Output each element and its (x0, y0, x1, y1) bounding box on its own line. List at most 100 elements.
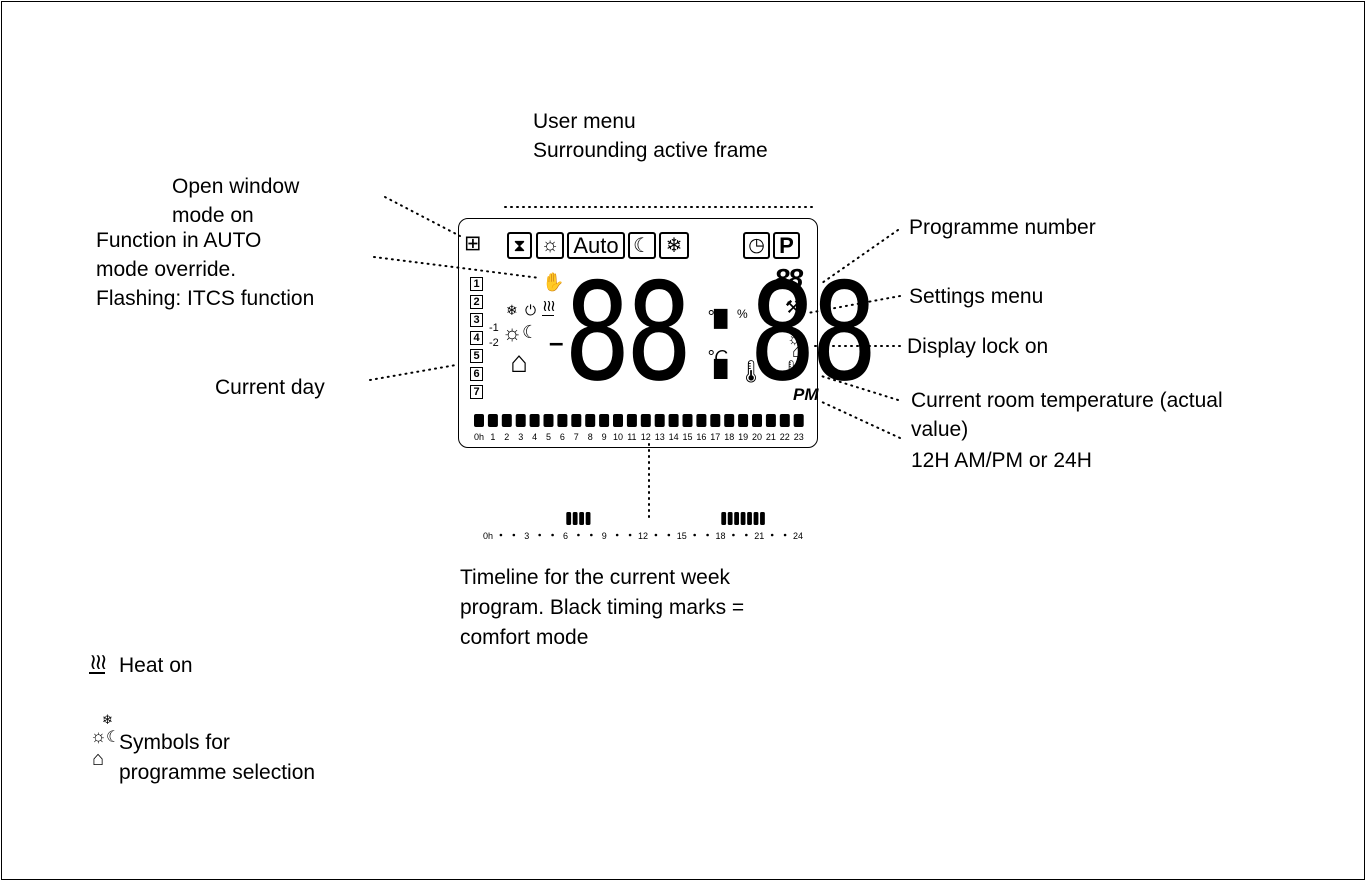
sun-mode-icon: ☼ (536, 232, 564, 259)
tools-icon: ⚒ (785, 297, 802, 317)
hour-label: 13 (655, 432, 665, 442)
leader-lines (369, 196, 901, 523)
hour-label: 0h (474, 432, 484, 442)
hour-label: 4 (532, 432, 537, 442)
timeline-dot (590, 533, 593, 537)
comfort-block (572, 512, 578, 525)
timeline-dot (499, 533, 503, 537)
programme-box: P (773, 232, 800, 259)
offset-minus-1: -1 (489, 322, 499, 334)
lock-house-icon: ⌂ (792, 341, 803, 361)
timeline-dot (654, 533, 658, 537)
hour-label: 3 (518, 432, 523, 442)
timeline-dot (551, 533, 554, 537)
leader-settings-menu (807, 295, 901, 314)
comfort-block (585, 512, 591, 525)
hand-icon: ✋ (542, 272, 565, 292)
hour-label: 14 (669, 432, 679, 442)
leader-current-temp (817, 374, 899, 401)
symbols-line2: programme selection (119, 761, 316, 784)
hour-bar (585, 414, 596, 427)
programme-number-label: Programme number (909, 216, 1096, 239)
pm-indicator: PM (793, 385, 819, 404)
house-icon: ⌂ (92, 748, 105, 770)
hour-label: 7 (574, 432, 579, 442)
hour-bar (752, 414, 762, 427)
hour-label: 2 (504, 432, 509, 442)
timeline-tick-label: 0h (483, 531, 493, 541)
hour-label: 18 (724, 432, 734, 442)
leader-function-auto (373, 256, 541, 279)
time-format-label: 12H AM/PM or 24H (911, 449, 1092, 472)
day-3: 3 (470, 313, 483, 327)
hour-label: 9 (602, 432, 607, 442)
clock-icon: ◷ (743, 232, 770, 259)
timeline-tick-label: 12 (638, 531, 648, 541)
hour-label: 12 (641, 432, 651, 442)
timeline-tick-label: 21 (754, 531, 764, 541)
hour-bar (738, 414, 749, 427)
open-window-label: Open window (172, 175, 300, 198)
timeline-dot (732, 533, 735, 537)
thermometer-icon: 🌡 (737, 359, 765, 384)
timeline-dot (770, 533, 774, 537)
leader-time-format (821, 401, 901, 439)
hour-bar (710, 414, 721, 427)
hourglass-icon: ⧗ (507, 232, 532, 259)
hour-bar (793, 414, 804, 427)
hour-bar (515, 414, 526, 427)
timeline-label: Timeline for the current week (460, 566, 730, 589)
function-auto-label: Function in AUTO (96, 229, 262, 252)
percent-sign: % (737, 307, 748, 321)
day-2: 2 (470, 295, 483, 309)
timeline-tick-label: 15 (677, 531, 687, 541)
timeline-dot (512, 533, 516, 537)
day-4: 4 (470, 331, 483, 345)
leader-current-day (369, 364, 457, 381)
comfort-block (760, 512, 765, 525)
hour-label: 19 (738, 432, 748, 442)
symbols-label: Symbols for (119, 731, 230, 754)
timeline-tick-label: 18 (715, 531, 725, 541)
main-digits: 88:88 (564, 254, 878, 411)
comfort-block (721, 512, 727, 525)
current-temp-label: Current room temperature (actual (911, 389, 1223, 412)
hour-label: 20 (752, 432, 762, 442)
hour-bar (668, 414, 679, 427)
celsius-sign: °C (707, 347, 728, 367)
hour-label: 8 (588, 432, 593, 442)
day-7: 7 (470, 385, 483, 399)
hour-bar (765, 414, 776, 427)
open-window-sublabel: mode on (172, 204, 254, 227)
hour-bar (543, 414, 554, 427)
timeline-dot (706, 533, 709, 537)
offset-minus-2: -2 (489, 337, 499, 349)
comfort-block (753, 512, 759, 525)
lcd-display: ⊞ ⧗ ☼ Auto ☾ ❄ ◷ P ✋ 1 2 3 4 5 6 7 ❄ ⏻ ≀… (458, 218, 878, 448)
hour-bar (613, 414, 623, 427)
timeline-tick-label: 24 (793, 531, 803, 541)
timeline-dot (667, 533, 671, 537)
function-auto-line2: mode override. (96, 258, 237, 281)
timeline-tick-label: 6 (563, 531, 568, 541)
hour-bar (529, 414, 540, 427)
hour-bar (724, 414, 735, 427)
settings-menu-label: Settings menu (909, 285, 1044, 308)
hour-bar (599, 414, 610, 427)
comfort-block (579, 512, 585, 525)
function-auto-line3: Flashing: ITCS function (96, 287, 315, 310)
hour-label: 23 (794, 432, 804, 442)
hour-bar (654, 414, 665, 427)
leader-programme-number (821, 229, 899, 284)
comfort-block (727, 512, 733, 525)
timeline-tick-label: 3 (524, 531, 529, 541)
moon-icon: ☾ (106, 729, 121, 746)
minus-segment: – (549, 327, 564, 357)
hour-bar (626, 414, 637, 427)
timeline-dot (745, 533, 748, 537)
hour-bar (696, 414, 707, 427)
power-icon: ⏻ (525, 302, 537, 318)
lcd-house-icon: ⌂ (510, 346, 529, 379)
